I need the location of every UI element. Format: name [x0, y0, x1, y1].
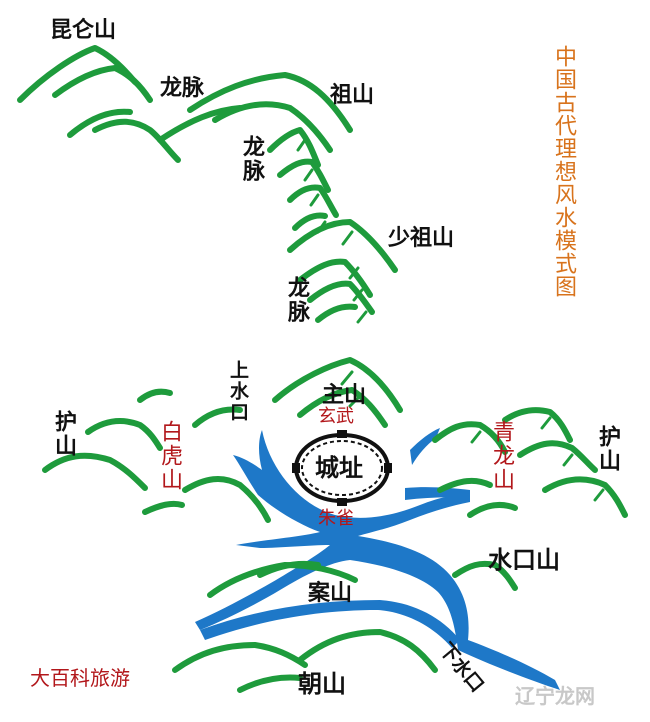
label-white-tiger-mountain: 白虎山 — [157, 420, 182, 492]
label-dragon-vein-2: 龙脉 — [239, 135, 264, 183]
label-young-ancestral-mountain: 少祖山 — [388, 226, 455, 251]
label-city-site: 城址 — [315, 454, 363, 482]
label-guardian-mountain-right: 护山 — [595, 425, 620, 473]
gate-east — [384, 463, 392, 473]
gate-north — [337, 430, 347, 438]
river — [195, 428, 560, 690]
mountain-hatching — [296, 138, 605, 502]
label-water-mouth-mountain: 水口山 — [488, 546, 560, 574]
label-vermilion-bird: 朱雀 — [318, 508, 354, 529]
label-upper-water-mouth: 上水口 — [227, 360, 249, 423]
river-right-arm-lower — [405, 487, 470, 500]
label-dragon-vein-3: 龙脉 — [284, 276, 309, 324]
city-wall — [292, 430, 392, 506]
label-table-mountain: 案山 — [308, 581, 353, 606]
gate-south — [337, 498, 347, 506]
mountains — [17, 45, 628, 693]
river-right-arm-upper — [410, 428, 440, 465]
gate-west — [292, 463, 300, 473]
label-kunlun-mountain: 昆仑山 — [50, 18, 117, 43]
label-dragon-vein-1: 龙脉 — [160, 76, 205, 101]
label-black-tortoise: 玄武 — [318, 406, 354, 427]
watermark: 辽宁龙网 — [515, 684, 595, 708]
label-main-mountain: 主山 — [322, 383, 367, 408]
label-guardian-mountain-left: 护山 — [51, 410, 76, 458]
source-credit: 大百科旅游 — [30, 666, 130, 690]
label-facing-mountain: 朝山 — [298, 670, 346, 698]
label-ancestral-mountain: 祖山 — [330, 83, 375, 108]
river-lower-band — [200, 600, 460, 648]
label-green-dragon-mountain: 青龙山 — [489, 420, 514, 492]
diagram-title: 中国古代理想风水模式图 — [551, 45, 576, 298]
